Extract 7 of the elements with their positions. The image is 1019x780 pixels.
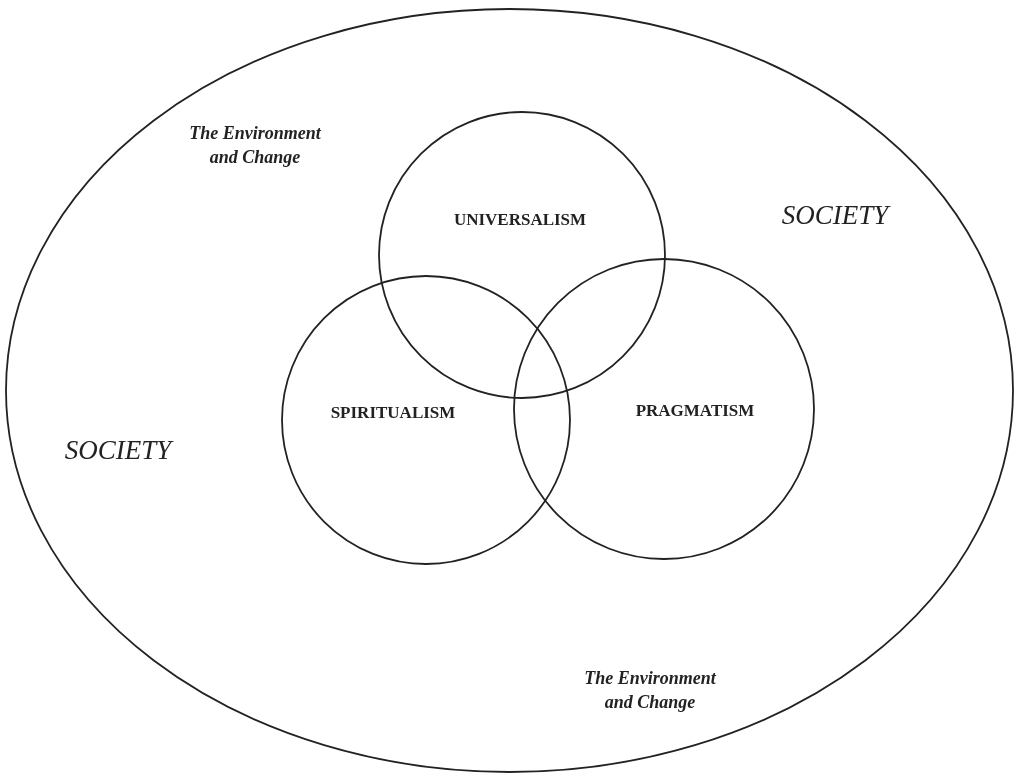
- region-note: The Environment and Change: [188, 121, 322, 169]
- region-label: SOCIETY: [64, 434, 172, 466]
- circle-label: SPIRITUALISM: [330, 403, 456, 423]
- region-label: SOCIETY: [781, 199, 889, 231]
- circle-label: UNIVERSALISM: [453, 210, 587, 230]
- region-note: The Environment and Change: [583, 666, 717, 714]
- circle-label: PRAGMATISM: [635, 401, 755, 421]
